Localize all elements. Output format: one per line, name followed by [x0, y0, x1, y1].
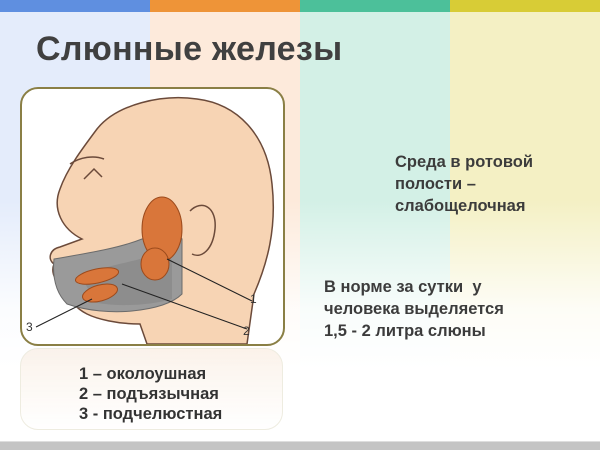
daily-amount-line-1: В норме за сутки у [324, 278, 482, 296]
label-3: 3 [26, 320, 33, 334]
color-band-blue [0, 0, 150, 12]
environment-line-1: Среда в ротовой [395, 153, 533, 171]
slide-title: Слюнные железы [36, 30, 343, 68]
legend-item: 2 – подъязычная [79, 385, 219, 403]
daily-amount-line-3: 1,5 - 2 литра слюны [324, 322, 486, 340]
daily-amount-line-2: человека выделяется [324, 300, 504, 318]
color-band-teal [300, 0, 450, 12]
label-2: 2 [243, 324, 250, 338]
environment-line-2: полости – [395, 175, 476, 193]
legend-item: 1 – околоушная [79, 365, 207, 383]
color-band-yellow [450, 0, 600, 12]
environment-text: Среда в ротовой полости – слабощелочная [395, 151, 533, 217]
environment-line-3: слабощелочная [395, 197, 526, 215]
color-band-orange [150, 0, 300, 12]
bottom-bar [0, 441, 600, 450]
head-illustration: 1 2 3 [26, 97, 275, 344]
gland-legend: 1 – околоушная 2 – подъязычная 3 - подче… [79, 364, 222, 424]
daily-amount-text: В норме за сутки у человека выделяется 1… [324, 276, 504, 342]
label-1: 1 [250, 292, 257, 306]
figure-reflection [20, 348, 283, 430]
salivary-glands-figure: 1 2 3 [20, 87, 285, 346]
legend-item: 3 - подчелюстная [79, 405, 223, 423]
